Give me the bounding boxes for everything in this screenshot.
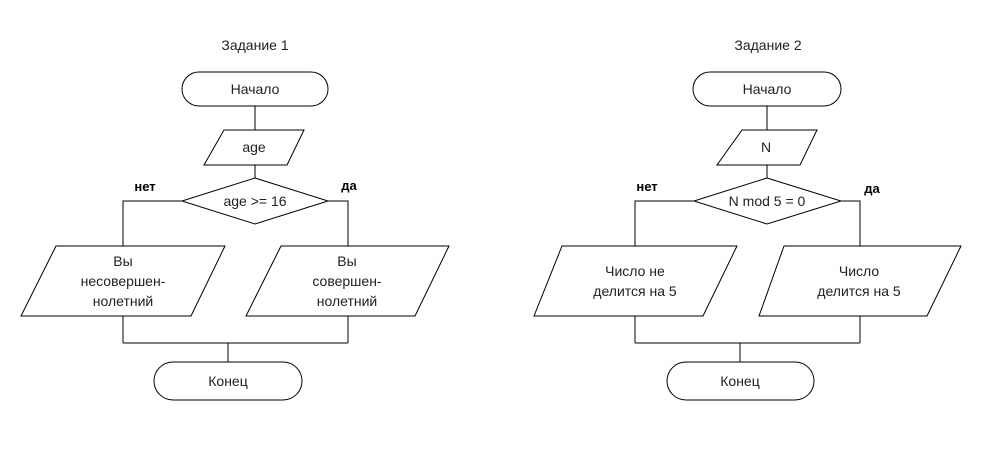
task1-input-block: [203, 129, 305, 166]
task1-no-output: [20, 245, 226, 317]
task1-yes-output-line3: нолетний: [317, 293, 377, 309]
task1-yes-label: да: [341, 178, 357, 193]
task2-end-label: Конец: [720, 373, 759, 389]
task1-decision: [180, 177, 330, 225]
task2-no-output: [533, 245, 738, 317]
task1-no-output-line2: несовершен-: [81, 273, 166, 289]
task1-end-label: Конец: [208, 373, 247, 389]
task1-no-output-line1: Вы: [113, 253, 132, 269]
task2-input-block: [716, 129, 818, 166]
task2-decision: [692, 177, 843, 225]
task1-no-output-line3: нолетний: [93, 293, 153, 309]
task1-no-label: нет: [134, 179, 155, 194]
task2-yes-label: да: [864, 181, 880, 196]
task2-condition-label: N mod 5 = 0: [729, 193, 806, 209]
task1-yes-output: [245, 245, 450, 317]
task2-start-label: Начало: [743, 81, 792, 97]
task1-connectors: [122, 106, 349, 362]
task1-input-label: age: [242, 139, 266, 155]
task2-input-label: N: [761, 139, 771, 155]
task1-title: Задание 1: [221, 37, 288, 53]
task2-yes-output-line2: делится на 5: [817, 283, 901, 299]
task2-yes-output: [758, 245, 962, 317]
task1-yes-output-line2: совершен-: [312, 273, 382, 289]
task2-yes-output-line1: Число: [839, 263, 879, 279]
task2-start-terminal: [692, 71, 842, 107]
task1-start-label: Начало: [231, 81, 280, 97]
task2-connectors: [634, 106, 861, 362]
task2-no-output-line1: Число не: [605, 263, 665, 279]
task2-end-terminal: [666, 361, 815, 401]
task1-condition-label: age >= 16: [223, 193, 286, 209]
task1-start-terminal: [181, 71, 329, 107]
task2-no-label: нет: [636, 179, 657, 194]
task1-end-terminal: [153, 361, 303, 401]
flowchart-task1: Задание 1 Начало age age >= 16 нет да Вы…: [20, 37, 450, 401]
task1-yes-output-line1: Вы: [337, 253, 356, 269]
task2-title: Задание 2: [734, 37, 801, 53]
flowchart-task2: Задание 2 Начало N N mod 5 = 0 нет да Чи…: [533, 37, 962, 401]
task2-no-output-line2: делится на 5: [593, 283, 677, 299]
